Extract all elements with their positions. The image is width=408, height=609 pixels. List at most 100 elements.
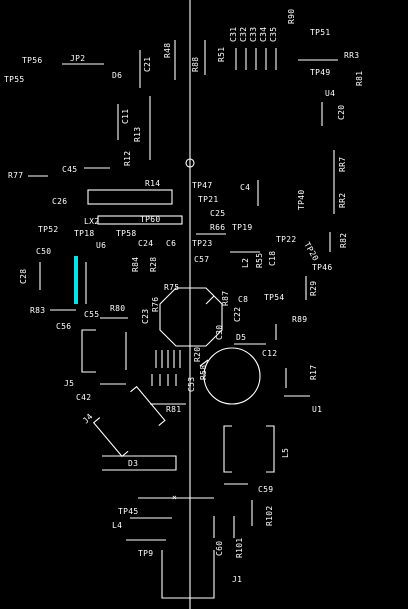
- label-tp21: TP21: [198, 195, 218, 204]
- label-r14: R14: [145, 179, 160, 188]
- label-c4: C4: [240, 183, 250, 192]
- label-r80: R80: [110, 304, 125, 313]
- label-rr3: RR3: [344, 51, 359, 60]
- label-tp60: TP60: [140, 215, 160, 224]
- label-l2: L2: [241, 258, 250, 268]
- label-r83: R83: [30, 306, 45, 315]
- label-c22: C22: [233, 307, 242, 322]
- l5-left-outline: [223, 425, 232, 473]
- label-c57: C57: [194, 255, 209, 264]
- label-l5: L5: [281, 448, 290, 458]
- label-r84: R84: [131, 257, 140, 272]
- label-tp18: TP18: [74, 229, 94, 238]
- label-c50: C50: [36, 247, 51, 256]
- label-c34: C34: [259, 27, 268, 42]
- label-c55: C55: [84, 310, 99, 319]
- label-r20: R20: [193, 347, 202, 362]
- label-d6: D6: [112, 71, 122, 80]
- trace-x-mark: ×: [172, 493, 177, 502]
- label-u1: U1: [312, 405, 322, 414]
- l5-right-outline: [266, 425, 275, 473]
- label-rr7: RR7: [338, 157, 347, 172]
- label-c42: C42: [76, 393, 91, 402]
- ic-pin1-mark: [205, 295, 215, 305]
- label-r48: R48: [163, 43, 172, 58]
- label-tp54: TP54: [264, 293, 284, 302]
- label-r102: R102: [265, 506, 274, 526]
- label-j1: J1: [232, 575, 242, 584]
- label-c53: C53: [187, 377, 196, 392]
- c56-outline: [81, 329, 96, 373]
- label-c23: C23: [141, 309, 150, 324]
- label-tp51: TP51: [310, 28, 330, 37]
- label-r51: R51: [217, 47, 226, 62]
- cap-array-outline: [235, 48, 277, 70]
- label-r55: R55: [255, 253, 264, 268]
- label-tp55: TP55: [4, 75, 24, 84]
- label-r88: R88: [191, 57, 200, 72]
- label-lx2: LX2: [84, 217, 99, 226]
- label-r66: R66: [210, 223, 225, 232]
- label-c45: C45: [62, 165, 77, 174]
- label-r29: R29: [309, 281, 318, 296]
- label-c21: C21: [143, 57, 152, 72]
- label-j5: J5: [64, 379, 74, 388]
- label-r75: R75: [164, 283, 179, 292]
- label-c35: C35: [269, 27, 278, 42]
- label-c24: C24: [138, 239, 153, 248]
- label-r81: R81: [166, 405, 181, 414]
- label-tp9: TP9: [138, 549, 153, 558]
- label-c30: C30: [215, 325, 224, 340]
- label-r17: R17: [309, 365, 318, 380]
- label-r87: R87: [221, 291, 230, 306]
- label-c33: C33: [249, 27, 258, 42]
- label-c56: C56: [56, 322, 71, 331]
- label-tp49: TP49: [310, 68, 330, 77]
- label-tp19: TP19: [232, 223, 252, 232]
- lx2-outline: [97, 215, 183, 225]
- label-tp22: TP22: [276, 235, 296, 244]
- label-l4: L4: [112, 521, 122, 530]
- c12-round-outline: [203, 347, 261, 405]
- label-c11: C11: [121, 109, 130, 124]
- label-r89: R89: [292, 315, 307, 324]
- label-tp58: TP58: [116, 229, 136, 238]
- label-tp23: TP23: [192, 239, 212, 248]
- label-r13: R13: [133, 127, 142, 142]
- j4-connector-outline: [92, 385, 166, 458]
- label-rr2: RR2: [338, 193, 347, 208]
- label-r81: R81: [355, 71, 364, 86]
- label-r76: R76: [151, 297, 160, 312]
- label-r77: R77: [8, 171, 23, 180]
- label-tp40: TP40: [297, 190, 306, 210]
- label-r28: R28: [149, 257, 158, 272]
- label-tp56: TP56: [22, 56, 42, 65]
- label-u4: U4: [325, 89, 335, 98]
- label-tp47: TP47: [192, 181, 212, 190]
- label-r12: R12: [123, 151, 132, 166]
- label-d5: D5: [236, 333, 246, 342]
- label-tp45: TP45: [118, 507, 138, 516]
- c12-polarity-mark: [199, 359, 209, 367]
- label-jp2: JP2: [70, 54, 85, 63]
- label-c26: C26: [52, 197, 67, 206]
- label-c31: C31: [229, 27, 238, 42]
- via-circle: [185, 158, 195, 168]
- label-u6: U6: [96, 241, 106, 250]
- label-r82: R82: [339, 233, 348, 248]
- j1-connector-outline: [161, 550, 215, 599]
- label-c28: C28: [19, 269, 28, 284]
- pin-bank-outline: [151, 350, 181, 386]
- label-tp46: TP46: [312, 263, 332, 272]
- d3-outline: [102, 455, 177, 471]
- label-c8: C8: [238, 295, 248, 304]
- label-r101: R101: [235, 538, 244, 558]
- label-c6: C6: [166, 239, 176, 248]
- label-c25: C25: [210, 209, 225, 218]
- label-c32: C32: [239, 27, 248, 42]
- label-c60: C60: [215, 541, 224, 556]
- label-c18: C18: [268, 251, 277, 266]
- label-d3: D3: [128, 459, 138, 468]
